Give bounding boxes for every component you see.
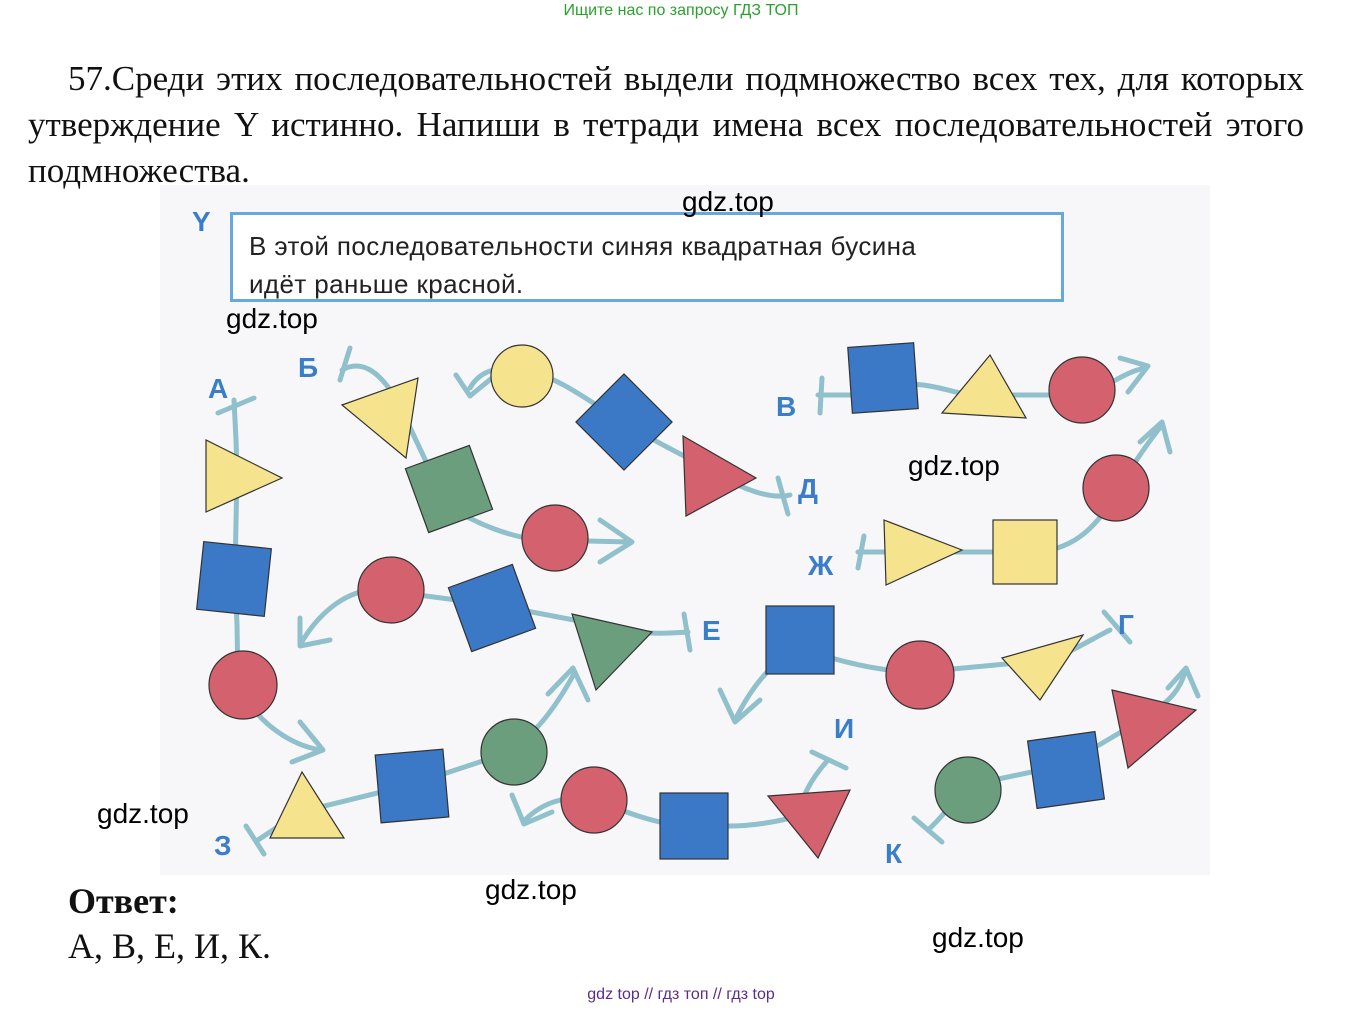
- i-blue-square: [659, 792, 729, 860]
- z-green-circle: [480, 718, 548, 786]
- z-yellow-triangle: [269, 770, 346, 839]
- e-red-circle: [357, 556, 425, 624]
- zh-yellow-triangle: [883, 519, 964, 586]
- b-green-square: [404, 444, 494, 534]
- problem-text: Среди этих последовательностей выдели по…: [28, 59, 1304, 190]
- arrow-zh: [1137, 419, 1173, 455]
- header-banner: Ищите нас по запросу ГДЗ ТОП: [563, 2, 799, 19]
- answer-label: Ответ:: [68, 881, 179, 921]
- footer-banner: gdz top // гдз топ // гдз top: [587, 986, 775, 1003]
- start-bar-d: [775, 475, 791, 517]
- e-blue-square: [447, 563, 537, 653]
- a-blue-square: [195, 540, 273, 618]
- watermark-4: gdz.top: [97, 798, 189, 829]
- i-red-triangle: [766, 789, 851, 860]
- start-bar-v: [817, 375, 825, 416]
- watermark-2: gdz.top: [226, 303, 318, 334]
- label-z: З: [214, 830, 232, 861]
- g-red-circle: [885, 640, 955, 710]
- start-bar-g: [1101, 609, 1133, 645]
- statement-line-2: идёт раньше красной.: [249, 269, 524, 299]
- d-yellow-circle: [490, 344, 554, 408]
- label-zh: Ж: [807, 550, 834, 581]
- v-blue-square: [847, 342, 919, 414]
- d-blue-diamond: [575, 373, 673, 471]
- arrow-i: [509, 792, 555, 827]
- zh-yellow-square: [992, 519, 1058, 585]
- arrow-z: [545, 665, 591, 703]
- answer-text: А, В, Е, И, К.: [68, 926, 272, 966]
- k-blue-square: [1026, 730, 1106, 810]
- start-bar-zh: [855, 533, 867, 571]
- start-bar-e: [681, 611, 693, 653]
- problem-statement: 57.Среди этих последовательностей выдели…: [28, 56, 1304, 194]
- g-blue-square: [765, 605, 835, 675]
- statement-line-1: В этой последовательности синяя квадратн…: [249, 231, 917, 261]
- d-red-triangle: [682, 434, 758, 517]
- label-i: И: [834, 713, 854, 744]
- watermark-3: gdz.top: [908, 450, 1000, 481]
- start-bar-a: [215, 395, 257, 416]
- watermark-5: gdz.top: [485, 874, 577, 905]
- statement-box: В этой последовательности синяя квадратн…: [230, 212, 1064, 302]
- thread-z: [255, 669, 578, 843]
- start-bar-i: [809, 749, 849, 771]
- arrow-e: [297, 615, 333, 649]
- arrow-a: [289, 719, 326, 765]
- k-red-triangle: [1111, 689, 1198, 770]
- k-green-circle: [934, 756, 1002, 824]
- start-bar-b: [337, 345, 353, 383]
- problem-number: 57.: [68, 59, 112, 98]
- label-e: Е: [702, 615, 721, 646]
- arrow-g: [717, 687, 763, 725]
- arrow-k: [1165, 665, 1201, 699]
- start-bar-z: [243, 823, 267, 857]
- label-d: Д: [798, 473, 818, 504]
- v-red-circle: [1048, 356, 1116, 424]
- b-red-circle: [521, 504, 589, 572]
- watermark-6: gdz.top: [932, 922, 1024, 953]
- g-yellow-triangle: [1000, 633, 1085, 701]
- watermark-1: gdz.top: [682, 186, 774, 217]
- arrow-d: [453, 372, 495, 399]
- zh-red-circle: [1082, 454, 1150, 522]
- label-a: А: [208, 373, 228, 404]
- label-b: Б: [298, 352, 318, 383]
- label-k: К: [885, 838, 903, 869]
- z-blue-square: [374, 748, 450, 824]
- start-bar-k: [911, 815, 945, 845]
- i-red-circle: [560, 766, 628, 834]
- arrow-b: [597, 517, 635, 565]
- b-yellow-triangle: [340, 377, 419, 460]
- a-red-circle: [208, 650, 278, 720]
- e-green-triangle: [571, 613, 654, 692]
- label-v: В: [776, 391, 796, 422]
- v-yellow-triangle: [940, 353, 1028, 419]
- arrow-v: [1117, 355, 1151, 395]
- statement-letter: Y: [192, 206, 211, 237]
- label-g: Г: [1118, 609, 1134, 640]
- a-yellow-triangle: [205, 439, 284, 513]
- thread-g: [732, 627, 1113, 723]
